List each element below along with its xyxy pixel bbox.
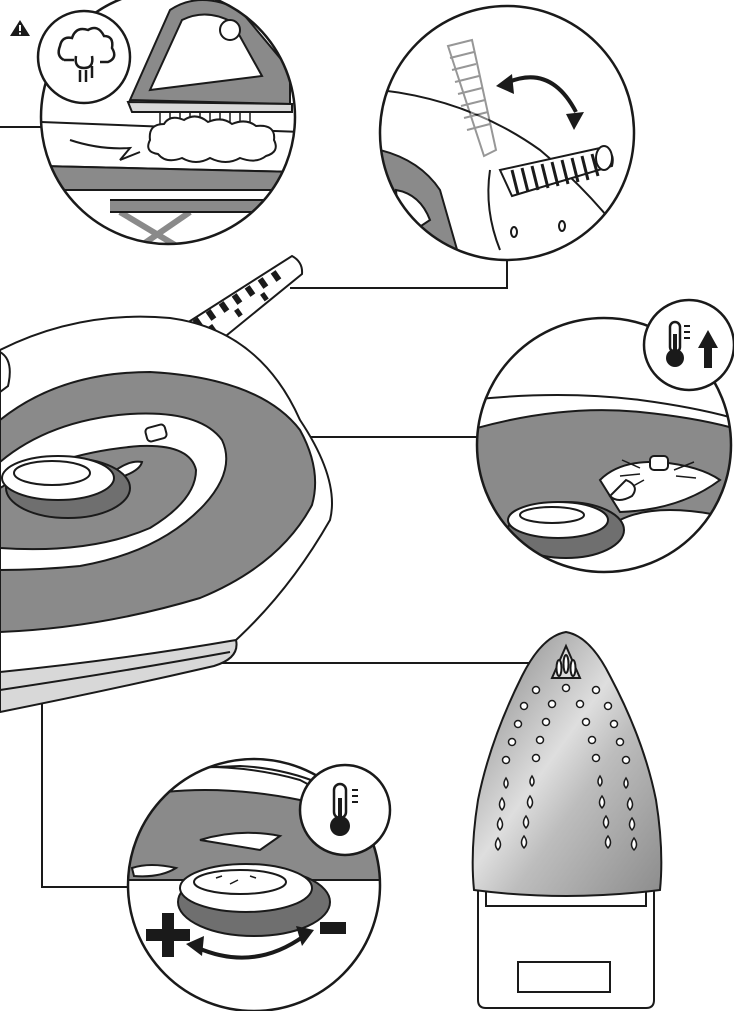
thermometer-icon [298,763,392,857]
rotate-arrow-icon [496,74,584,130]
steam-ironing-detail [36,0,297,246]
cord-swivel-detail [378,4,636,262]
temperature-dial-detail [126,757,392,1011]
warning-icon [10,20,30,36]
leader-cord [290,258,508,289]
tip-vents [550,643,582,679]
soleplate-plate [471,630,663,897]
cord-guard-slots [192,270,282,334]
plus-sign [146,913,190,957]
temperature-light-detail [475,298,734,574]
soleplate-detail [471,630,663,1009]
soleplate-label [517,961,611,993]
indicator-light [144,423,168,443]
steam-cloud-icon [36,9,132,105]
temperature-dial-arrow-icon [186,926,314,960]
iron-body [0,254,333,714]
steam-holes [494,683,638,852]
thermometer-up-icon [642,298,734,392]
minus-sign [320,922,346,934]
